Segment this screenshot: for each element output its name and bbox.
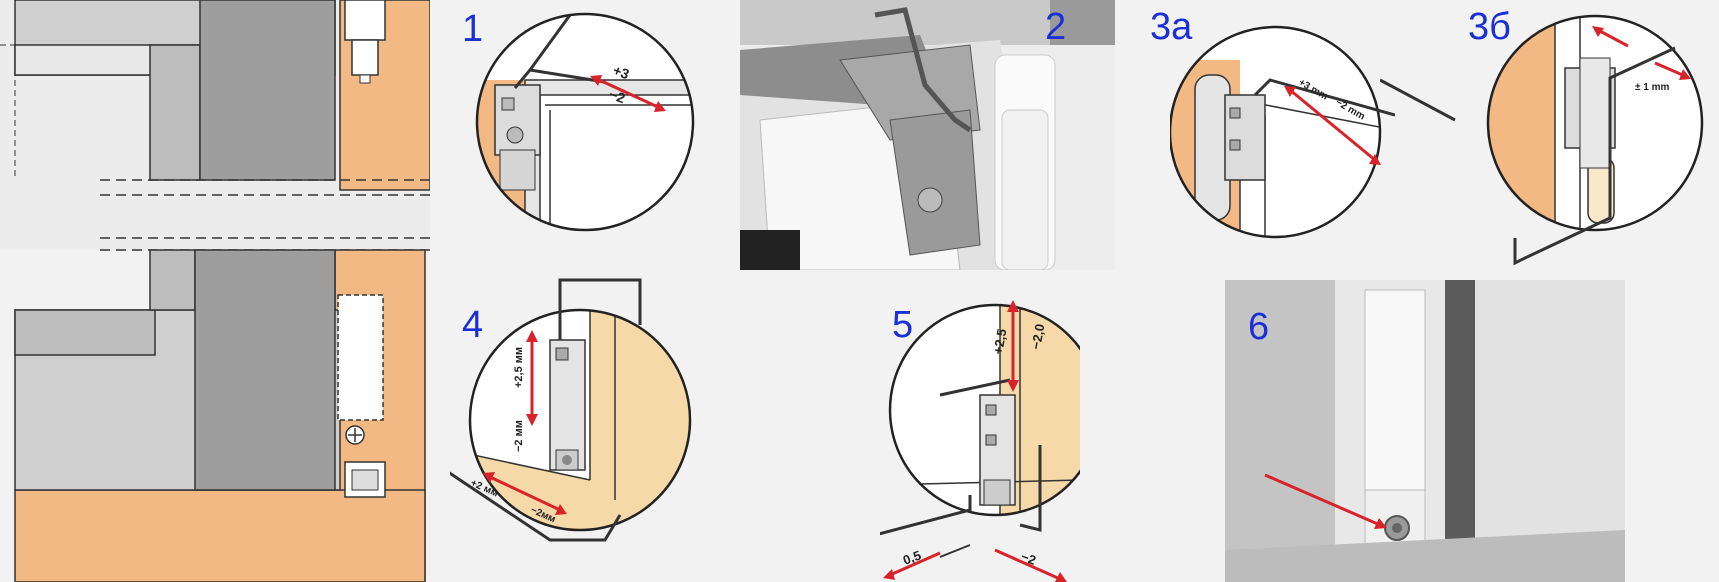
step-3a-hex-key — [1380, 70, 1460, 130]
step-2-photo — [740, 0, 1115, 270]
label-minus: −2 — [607, 86, 628, 107]
label-minus-vertical: −2,0 — [1028, 323, 1047, 351]
arrow — [1289, 88, 1376, 162]
step-number-6: 6 — [1248, 306, 1270, 348]
step-4-detail-circle: +2,5 мм −2 мм +2 мм −2мм — [450, 270, 700, 550]
step-number-4: 4 — [462, 304, 484, 346]
label-plus-vertical: +2,5 мм — [513, 347, 525, 388]
step-1-detail-circle: +3 −2 — [470, 10, 700, 235]
label-left-value: 0,5 — [901, 548, 923, 568]
step-5-detail-circle: +2,5 −2,0 0,5 −2 — [880, 295, 1080, 582]
label-plus-vertical: +2,5 — [990, 328, 1009, 356]
step-number-2: 2 — [1045, 6, 1067, 48]
step-6-photo — [1225, 280, 1625, 582]
arrow-horizontal — [594, 76, 661, 110]
step-number-3b: 3б — [1468, 6, 1511, 48]
step-number-5: 5 — [892, 304, 914, 346]
step-3a-detail-circle: +3 mm −2 mm — [1170, 20, 1395, 250]
label-right-value: −2 — [1019, 549, 1038, 568]
pointer-arrow — [1264, 473, 1381, 527]
step-number-3a: 3а — [1150, 6, 1193, 48]
label-plus: +3 — [611, 62, 632, 83]
cross-section-drawing — [0, 0, 430, 582]
arrow-left — [889, 551, 941, 577]
arrow-horizontal — [489, 475, 561, 512]
label-minus-vertical: −2 мм — [513, 420, 525, 452]
arrow-down — [1654, 61, 1686, 78]
label-plus-minus: ± 1 mm — [1635, 82, 1669, 93]
step-3b-detail-circle: ± 1 mm — [1470, 8, 1710, 268]
arrow-up — [1597, 28, 1629, 48]
step-number-1: 1 — [462, 8, 484, 50]
arrow-right — [994, 548, 1061, 581]
